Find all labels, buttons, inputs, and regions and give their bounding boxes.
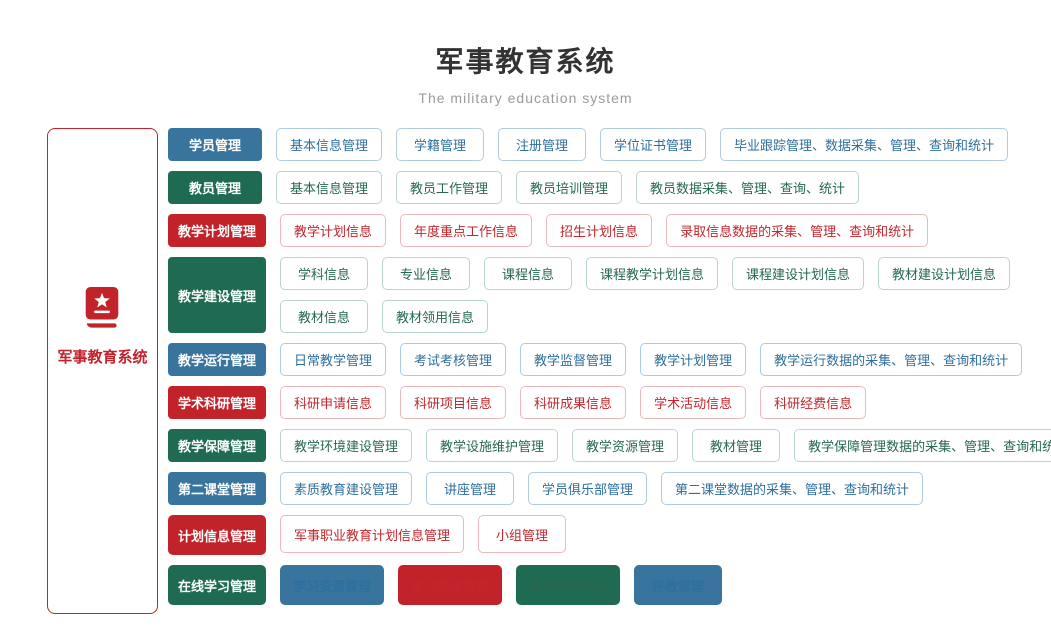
module-item[interactable]: 教材信息 — [280, 300, 369, 333]
root-node-inner: 军事教育系统 — [57, 284, 148, 367]
module-item[interactable]: 教学资源管理 — [572, 429, 679, 462]
module-item[interactable]: 招生计划信息 — [546, 214, 653, 247]
category-row: 计划信息管理军事职业教育计划信息管理小组管理 — [168, 515, 1028, 555]
module-item[interactable]: 素质教育建设管理 — [280, 472, 413, 505]
module-item[interactable]: 教员数据采集、管理、查询、统计 — [636, 171, 860, 204]
module-item[interactable]: 教学保障管理数据的采集、管理、查询和统计 — [794, 429, 1051, 462]
item-line: 教学计划信息年度重点工作信息招生计划信息录取信息数据的采集、管理、查询和统计 — [280, 214, 1028, 247]
category-row: 教学运行管理日常教学管理考试考核管理教学监督管理教学计划管理教学运行数据的采集、… — [168, 343, 1028, 376]
module-item[interactable]: 考试考核管理 — [400, 343, 507, 376]
module-item[interactable]: 讲座管理 — [426, 472, 515, 505]
module-item[interactable]: 科研成果信息 — [520, 386, 627, 419]
root-node-label: 军事教育系统 — [57, 348, 148, 366]
category-items: 素质教育建设管理讲座管理学员俱乐部管理第二课堂数据的采集、管理、查询和统计 — [280, 472, 1028, 505]
category-row: 教员管理基本信息管理教员工作管理教员培训管理教员数据采集、管理、查询、统计 — [168, 171, 1028, 204]
module-item[interactable]: 教员培训管理 — [516, 171, 623, 204]
category-items: 基本信息管理教员工作管理教员培训管理教员数据采集、管理、查询、统计 — [276, 171, 1028, 204]
module-item[interactable]: 评教管理 — [634, 565, 723, 605]
category-pill[interactable]: 计划信息管理 — [168, 515, 267, 555]
item-line: 日常教学管理考试考核管理教学监督管理教学计划管理教学运行数据的采集、管理、查询和… — [280, 343, 1028, 376]
category-items: 学习资源管理学习条件管理课程考核管理评教管理 — [280, 565, 1028, 605]
category-pill[interactable]: 教学运行管理 — [168, 343, 267, 376]
module-item[interactable]: 学位证书管理 — [600, 128, 707, 161]
module-item[interactable]: 毕业跟踪管理、数据采集、管理、查询和统计 — [720, 128, 1009, 161]
module-item[interactable]: 教学计划信息 — [280, 214, 387, 247]
category-pill[interactable]: 学术科研管理 — [168, 386, 267, 419]
module-item[interactable]: 教材建设计划信息 — [878, 257, 1011, 290]
root-node: 军事教育系统 — [47, 128, 158, 614]
category-items: 科研申请信息科研项目信息科研成果信息学术活动信息科研经费信息 — [280, 386, 1028, 419]
module-item[interactable]: 教材领用信息 — [382, 300, 489, 333]
item-line: 教学环境建设管理教学设施维护管理教学资源管理教材管理教学保障管理数据的采集、管理… — [280, 429, 1051, 462]
rows: 学员管理基本信息管理学籍管理注册管理学位证书管理毕业跟踪管理、数据采集、管理、查… — [168, 128, 1051, 605]
module-item[interactable]: 专业信息 — [382, 257, 471, 290]
module-item[interactable]: 学科信息 — [280, 257, 369, 290]
module-item[interactable]: 年度重点工作信息 — [400, 214, 533, 247]
module-item[interactable]: 基本信息管理 — [276, 128, 383, 161]
module-item[interactable]: 教员工作管理 — [396, 171, 503, 204]
module-item[interactable]: 录取信息数据的采集、管理、查询和统计 — [666, 214, 929, 247]
module-item[interactable]: 日常教学管理 — [280, 343, 387, 376]
module-item[interactable]: 教学计划管理 — [640, 343, 747, 376]
module-item[interactable]: 教学监督管理 — [520, 343, 627, 376]
page-header: 军事教育系统 The military education system — [0, 40, 1051, 106]
category-row: 教学建设管理学科信息专业信息课程信息课程教学计划信息课程建设计划信息教材建设计划… — [168, 257, 1028, 333]
category-items: 学科信息专业信息课程信息课程教学计划信息课程建设计划信息教材建设计划信息教材信息… — [280, 257, 1028, 333]
module-item[interactable]: 学习资源管理 — [280, 565, 385, 605]
category-items: 军事职业教育计划信息管理小组管理 — [280, 515, 1028, 553]
item-line: 基本信息管理学籍管理注册管理学位证书管理毕业跟踪管理、数据采集、管理、查询和统计 — [276, 128, 1028, 161]
module-item[interactable]: 基本信息管理 — [276, 171, 383, 204]
module-item[interactable]: 第二课堂数据的采集、管理、查询和统计 — [661, 472, 924, 505]
module-item[interactable]: 课程考核管理 — [516, 565, 621, 605]
item-line: 学科信息专业信息课程信息课程教学计划信息课程建设计划信息教材建设计划信息 — [280, 257, 1028, 290]
page-title: 军事教育系统 — [435, 46, 616, 77]
category-items: 基本信息管理学籍管理注册管理学位证书管理毕业跟踪管理、数据采集、管理、查询和统计 — [276, 128, 1028, 161]
category-pill[interactable]: 教员管理 — [168, 171, 262, 204]
module-item[interactable]: 教学环境建设管理 — [280, 429, 413, 462]
book-star-icon — [86, 286, 119, 328]
category-pill[interactable]: 学员管理 — [168, 128, 262, 161]
module-item[interactable]: 小组管理 — [478, 515, 567, 553]
module-item[interactable]: 学员俱乐部管理 — [528, 472, 648, 505]
item-line: 基本信息管理教员工作管理教员培训管理教员数据采集、管理、查询、统计 — [276, 171, 1028, 204]
category-pill[interactable]: 第二课堂管理 — [168, 472, 267, 505]
category-pill[interactable]: 教学计划管理 — [168, 214, 267, 247]
category-row: 教学保障管理教学环境建设管理教学设施维护管理教学资源管理教材管理教学保障管理数据… — [168, 429, 1051, 462]
category-items: 教学环境建设管理教学设施维护管理教学资源管理教材管理教学保障管理数据的采集、管理… — [280, 429, 1051, 462]
module-item[interactable]: 军事职业教育计划信息管理 — [280, 515, 465, 553]
category-items: 教学计划信息年度重点工作信息招生计划信息录取信息数据的采集、管理、查询和统计 — [280, 214, 1028, 247]
module-item[interactable]: 注册管理 — [498, 128, 587, 161]
category-pill[interactable]: 教学建设管理 — [168, 257, 267, 333]
module-item[interactable]: 教材管理 — [692, 429, 781, 462]
module-item[interactable]: 课程建设计划信息 — [732, 257, 865, 290]
module-item[interactable]: 教学运行数据的采集、管理、查询和统计 — [760, 343, 1023, 376]
module-item[interactable]: 学术活动信息 — [640, 386, 747, 419]
module-item[interactable]: 课程信息 — [484, 257, 573, 290]
category-row: 学术科研管理科研申请信息科研项目信息科研成果信息学术活动信息科研经费信息 — [168, 386, 1028, 419]
module-item[interactable]: 学籍管理 — [396, 128, 485, 161]
category-pill[interactable]: 在线学习管理 — [168, 565, 267, 605]
module-item[interactable]: 学习条件管理 — [398, 565, 503, 605]
item-line: 学习资源管理学习条件管理课程考核管理评教管理 — [280, 565, 1028, 605]
category-row: 学员管理基本信息管理学籍管理注册管理学位证书管理毕业跟踪管理、数据采集、管理、查… — [168, 128, 1028, 161]
item-line: 军事职业教育计划信息管理小组管理 — [280, 515, 1028, 553]
category-pill[interactable]: 教学保障管理 — [168, 429, 267, 462]
category-items: 日常教学管理考试考核管理教学监督管理教学计划管理教学运行数据的采集、管理、查询和… — [280, 343, 1028, 376]
category-row: 在线学习管理学习资源管理学习条件管理课程考核管理评教管理 — [168, 565, 1028, 605]
item-line: 素质教育建设管理讲座管理学员俱乐部管理第二课堂数据的采集、管理、查询和统计 — [280, 472, 1028, 505]
module-item[interactable]: 科研经费信息 — [760, 386, 867, 419]
module-item[interactable]: 课程教学计划信息 — [586, 257, 719, 290]
module-item[interactable]: 教学设施维护管理 — [426, 429, 559, 462]
category-row: 第二课堂管理素质教育建设管理讲座管理学员俱乐部管理第二课堂数据的采集、管理、查询… — [168, 472, 1028, 505]
category-row: 教学计划管理教学计划信息年度重点工作信息招生计划信息录取信息数据的采集、管理、查… — [168, 214, 1028, 247]
module-item[interactable]: 科研申请信息 — [280, 386, 387, 419]
page-subtitle: The military education system — [418, 90, 633, 106]
item-line: 科研申请信息科研项目信息科研成果信息学术活动信息科研经费信息 — [280, 386, 1028, 419]
module-item[interactable]: 科研项目信息 — [400, 386, 507, 419]
item-line: 教材信息教材领用信息 — [280, 300, 1028, 333]
